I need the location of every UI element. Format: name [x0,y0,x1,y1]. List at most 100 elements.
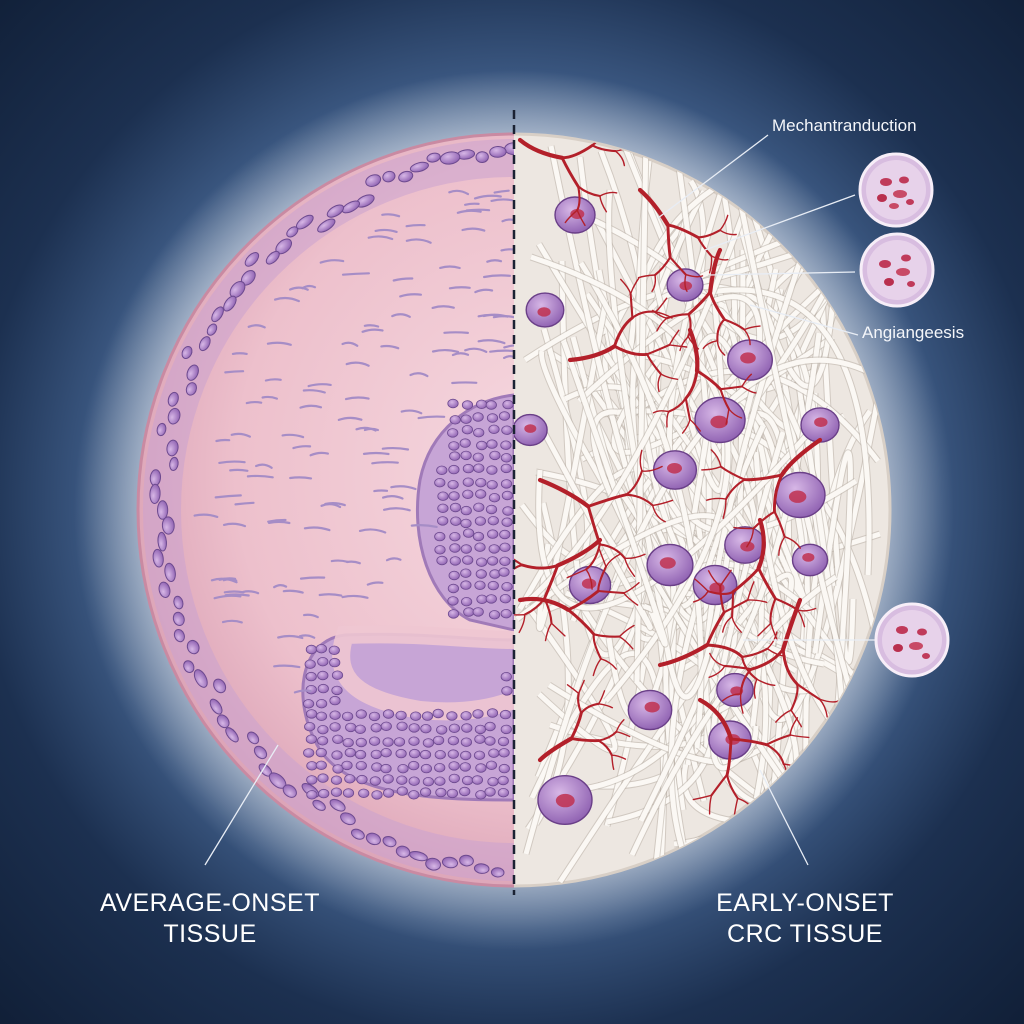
blood-vessel [702,340,719,350]
blood-vessel [731,590,735,618]
blood-vessel [716,318,726,342]
crypt-cell [484,736,496,746]
stromal-fiber-mark [281,433,305,439]
crypt-cell [473,750,486,761]
crypt-cell [355,709,367,719]
crypt-cell [487,777,499,787]
stromal-fiber-mark [245,400,263,405]
blood-vessel [733,526,755,530]
crypt-cell [459,438,471,448]
border-cell [185,382,198,396]
stromal-fiber-mark [374,228,398,233]
crypt-cell [449,556,461,566]
stromal-fiber-mark [358,528,387,534]
border-cell [172,611,185,626]
stromal-fiber-mark [492,315,514,319]
crypt-cell [317,657,329,667]
blood-vessel [665,313,690,320]
crypt-cell [328,645,340,656]
crypt-cell [305,644,317,655]
stromal-fiber-mark [230,432,251,438]
blood-vessel [697,697,734,742]
blood-vessel [518,614,526,634]
blood-vessel [613,316,634,348]
stromal-fiber-mark [361,328,384,333]
crypt-cell [460,450,472,461]
blood-vessel [724,478,746,501]
blood-vessel [550,622,566,637]
crypt-cell [397,764,409,774]
crypt-cell [449,543,461,553]
border-cell [409,161,429,173]
crypt-cell [342,738,354,748]
crypt-cell [460,737,472,747]
stromal-fiber-mark [439,265,461,270]
border-cell-layer [149,142,514,878]
tumor-cell-clusters [514,196,840,826]
crypt-cell [315,747,327,758]
blood-vessel [757,622,772,637]
blood-vessel [560,143,594,160]
crypt-cell [341,711,354,722]
crypt-cell [419,787,432,797]
border-cell [326,204,345,218]
blood-vessel [741,385,757,394]
crypt-cell [434,763,446,773]
crypt-cell [448,570,460,581]
blood-vessel [641,465,663,472]
stromal-fiber-mark [380,344,400,350]
crypt-cell [475,790,487,800]
stromal-fiber-mark [274,296,300,303]
crypt-cell [449,532,461,542]
crypt-cell [329,710,341,720]
blood-vessel [614,150,626,167]
blood-vessel [566,608,596,636]
blood-vessel [637,187,670,228]
blood-vessel [739,693,744,714]
border-cell [167,407,181,425]
crypt-cell [475,489,487,499]
crypt-cell [330,787,343,797]
stromal-fiber-mark [307,383,332,388]
blood-vessel [652,504,666,523]
blood-vessel [578,679,585,695]
border-cell [164,562,176,583]
border-cell [247,731,260,745]
crypt-cell [473,502,485,513]
crypt-cell [462,477,474,487]
blood-vessel [657,642,710,668]
stromal-fiber-mark [341,272,370,276]
crypt-cell [370,749,382,760]
early-onset-crc-tissue-half [514,132,892,888]
blood-vessel [629,277,640,295]
blood-vessel [722,616,733,633]
blood-vessel [687,327,700,373]
blood-vessel [778,536,786,556]
crypt-cell [484,787,496,797]
collagen-fiber [535,419,653,631]
crypt-cell [472,531,485,542]
stromal-fiber-mark [503,355,514,359]
crypt-cell [449,415,461,425]
border-cell [398,170,414,183]
crypt-cell [393,737,406,747]
blood-vessel [766,631,778,650]
blood-vessel [598,548,607,568]
blood-vessel [687,313,692,338]
stromal-fiber-mark [451,381,478,385]
border-cell [158,581,171,598]
stromal-fiber-mark [501,218,514,223]
stromal-fiber-mark [289,476,313,480]
stromal-fiber-mark [223,590,245,594]
crypt-cell [306,761,318,771]
blood-vessel [615,719,625,733]
blood-vessel [652,410,670,414]
crypt-cell [437,516,449,526]
blood-vessel [597,730,618,742]
blood-vessel [701,466,722,471]
crypt-cell [354,749,367,760]
crypt-cell [408,748,421,759]
blood-vessel [576,209,586,227]
crypt-cell [317,725,329,735]
border-cell [193,669,208,688]
